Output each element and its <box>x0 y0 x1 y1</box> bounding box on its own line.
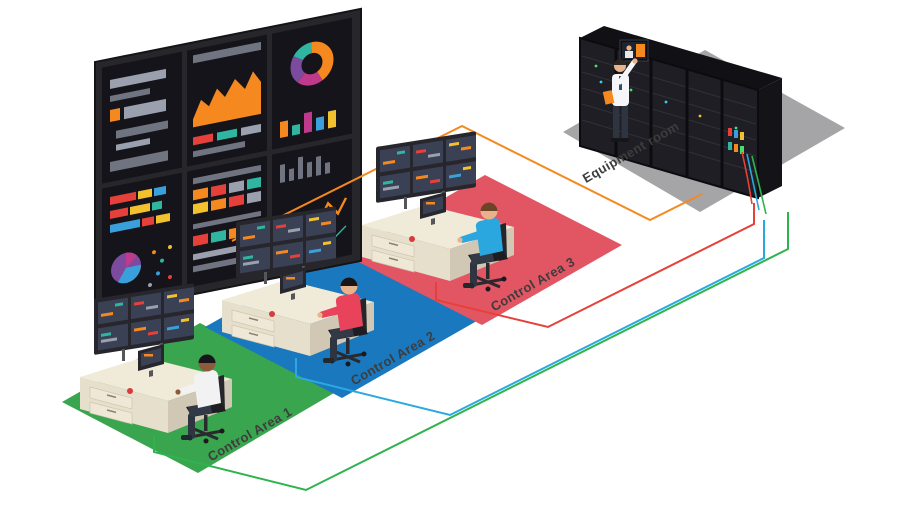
technician <box>602 58 638 142</box>
equipment-room-monitor <box>619 39 649 62</box>
video-wall <box>94 7 362 316</box>
rack-cable-bundle <box>741 151 767 215</box>
wall-screen-status <box>110 68 168 173</box>
cable-red <box>435 203 755 329</box>
wall-screen-bars-pie <box>110 185 172 288</box>
cable-orange <box>231 124 703 242</box>
rack-patch-panel <box>728 128 744 154</box>
rack-leds <box>594 64 738 130</box>
rack-unit-lines <box>581 55 757 173</box>
technician-hair <box>614 59 626 65</box>
wall-screen-donut-chart <box>280 41 336 139</box>
rack-side <box>758 78 782 198</box>
cable-green <box>153 212 789 492</box>
wall-screen-area-chart <box>193 41 261 158</box>
cable-blue <box>295 220 765 417</box>
